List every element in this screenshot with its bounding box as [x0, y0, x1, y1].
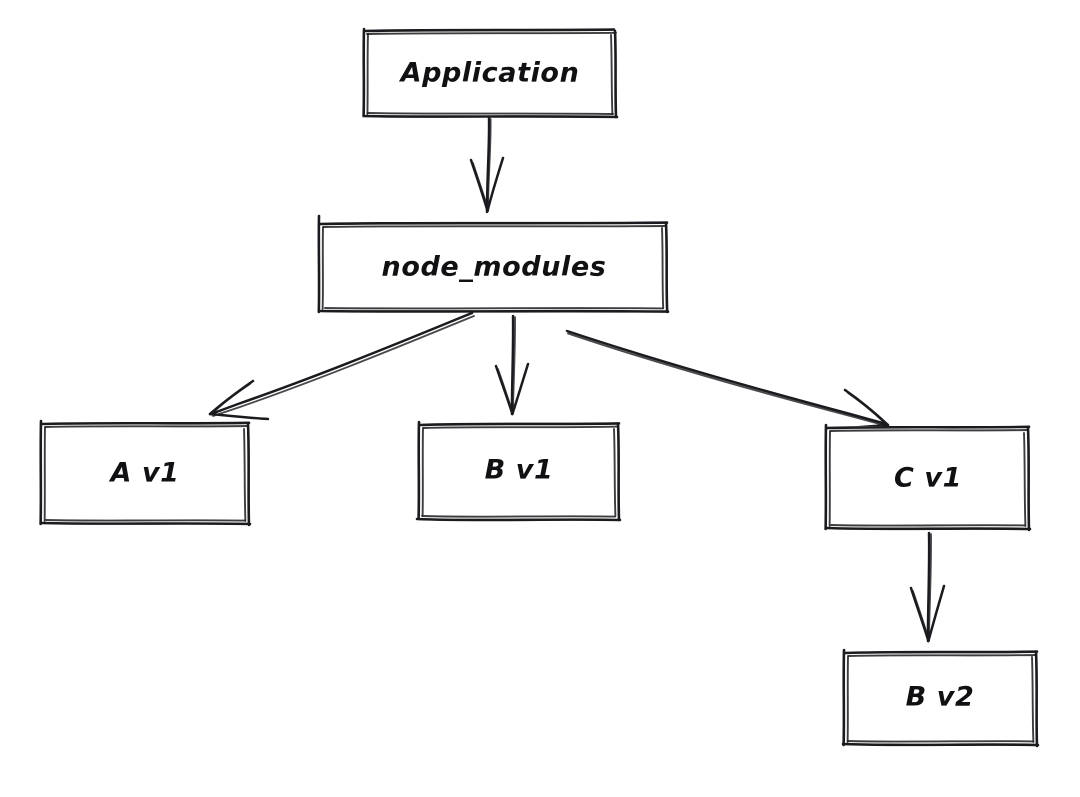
node-c-v1-edge-bottom — [824, 526, 1032, 531]
node-node-modules-edge-top-2 — [323, 225, 666, 228]
node-c-v1-edge-top — [825, 425, 1031, 430]
node-b-v1-label: B v1 — [485, 455, 554, 486]
node-application-edge-top-2 — [366, 31, 617, 35]
node-c-v1-label: C v1 — [894, 463, 962, 494]
node-b-v1-edge-bottom-2 — [421, 515, 616, 518]
node-c-v1-fill — [826, 426, 1029, 529]
node-node-modules[interactable]: node_modules — [317, 214, 670, 314]
node-application-fill — [364, 30, 616, 116]
node-b-v2-edge-bottom — [841, 742, 1040, 747]
node-c-v1-edge-bottom-2 — [830, 524, 1026, 527]
edge-node_modules-to-a_v1 — [208, 311, 475, 421]
node-b-v1[interactable]: B v1 — [415, 420, 622, 522]
node-a-v1-edge-bottom — [39, 521, 252, 526]
edge-node_modules-to-c_v1 — [565, 329, 890, 431]
node-application-edge-bottom-2 — [367, 112, 614, 115]
node-a-v1-edge-bottom-2 — [45, 519, 246, 522]
edge-node_modules-to-b_v1 — [494, 314, 530, 416]
node-b-v1-edge-right-2 — [613, 428, 617, 517]
node-b-v2-edge-right-2 — [1031, 656, 1035, 743]
node-b-v1-edge-top — [418, 422, 621, 427]
node-node-modules-edge-top — [318, 221, 669, 226]
node-c-v1-edge-right-2 — [1023, 432, 1027, 527]
node-node-modules-fill — [319, 222, 667, 310]
node-a-v1-edge-right-2 — [243, 428, 247, 522]
node-b-v1-edge-top-2 — [423, 425, 618, 429]
node-b-v2[interactable]: B v2 — [841, 648, 1040, 748]
node-b-v1-edge-bottom — [415, 517, 622, 522]
node-a-v1-edge-top-2 — [45, 425, 248, 428]
node-b-v2-edge-top — [843, 650, 1039, 655]
node-a-v1[interactable]: A v1 — [39, 419, 252, 527]
node-node-modules-label: node_modules — [382, 252, 607, 283]
node-b-v2-label: B v2 — [906, 682, 975, 713]
node-application-label: Application — [399, 58, 580, 89]
node-a-v1-edge-top — [40, 421, 251, 426]
node-application-edge-top — [364, 28, 616, 33]
edge-application-to-node_modules — [469, 116, 505, 214]
node-application-edge-bottom — [362, 114, 619, 119]
node-node-modules-edge-bottom — [318, 309, 670, 313]
node-a-v1-fill — [41, 422, 249, 524]
node-application[interactable]: Application — [362, 27, 619, 119]
edge-c_v1-to-b_v2 — [909, 531, 946, 643]
node-b-v2-fill — [844, 651, 1037, 744]
node-c-v1-edge-right — [1026, 426, 1031, 532]
node-application-edge-right — [613, 29, 618, 119]
node-a-v1-edge-right — [246, 422, 251, 527]
node-c-v1[interactable]: C v1 — [824, 423, 1032, 532]
node-b-v2-edge-bottom-2 — [847, 740, 1034, 743]
node-a-v1-label: A v1 — [108, 458, 179, 489]
node-b-v1-edge-right — [616, 422, 621, 522]
node-application-edge-right-2 — [610, 34, 614, 115]
node-application-edge-left-2 — [366, 33, 369, 115]
node-b-v2-edge-top-2 — [848, 654, 1036, 657]
node-b-v2-edge-right — [1034, 650, 1039, 748]
node-b-v1-fill — [419, 423, 619, 519]
node-c-v1-edge-top-2 — [830, 429, 1028, 432]
node-node-modules-edge-right-2 — [661, 227, 665, 309]
node-node-modules-edge-right — [664, 221, 669, 314]
